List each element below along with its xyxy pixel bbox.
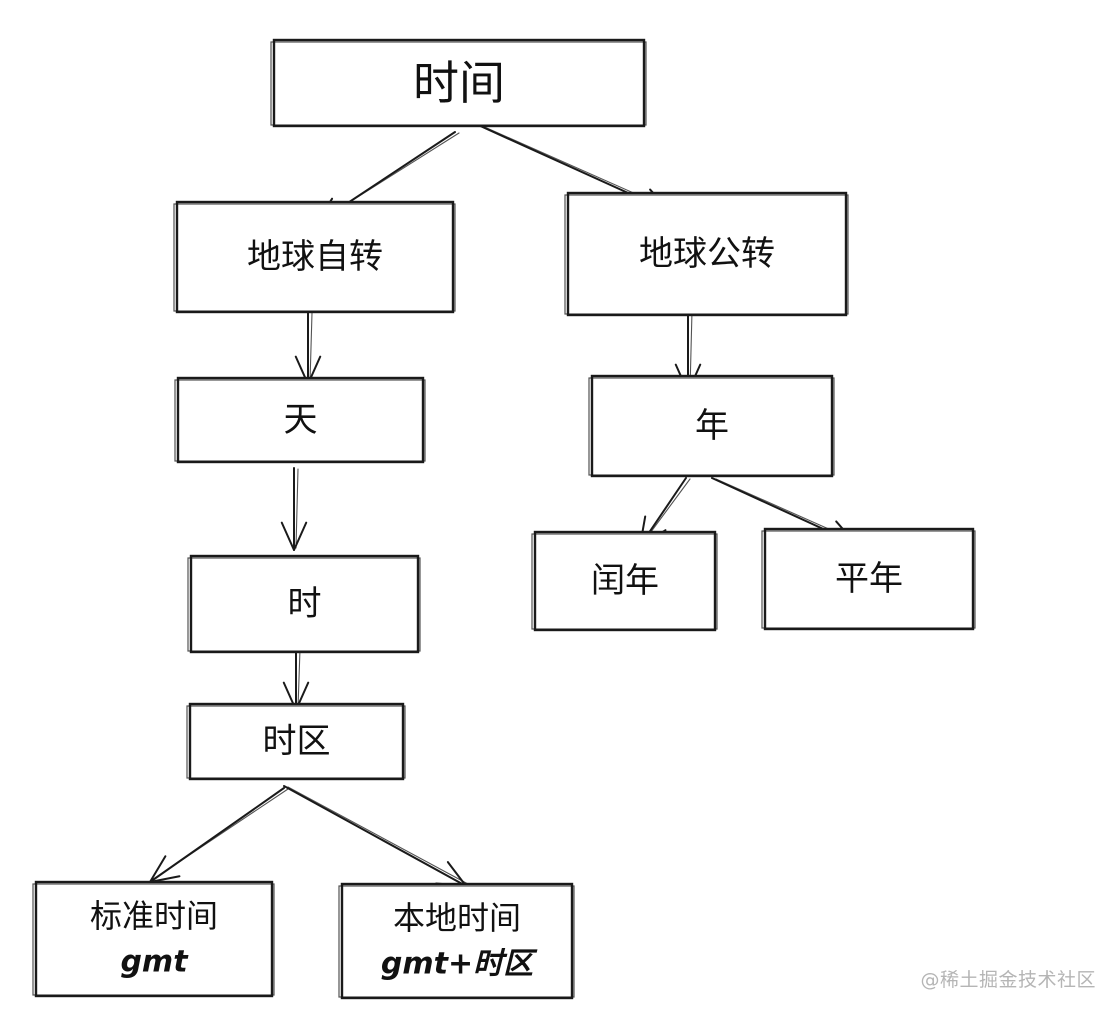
- arrowhead-icon: [280, 521, 308, 551]
- node-box: [176, 376, 425, 464]
- edge-line-sketch: [297, 648, 301, 709]
- node-rotation: 地球自转: [173, 200, 456, 314]
- node-label-revolution: 地球公转: [639, 234, 775, 274]
- node-box: [763, 527, 975, 631]
- node-label-leap-year: 闰年: [591, 561, 659, 601]
- edge-timezone-to-local-time: [283, 785, 469, 887]
- node-box-sketch: [270, 41, 647, 126]
- node-box-sketch: [761, 530, 976, 629]
- node-box: [566, 191, 848, 317]
- node-box: [175, 200, 455, 314]
- edge-line-sketch: [151, 788, 289, 881]
- node-box: [34, 880, 274, 998]
- node-label-local-time-line2: gmt+时区: [381, 947, 538, 982]
- edge-day-to-hour: [280, 467, 308, 551]
- node-label-day: 天: [284, 400, 318, 440]
- node-leap-year: 闰年: [531, 530, 718, 632]
- node-timezone: 时区: [186, 702, 406, 781]
- node-label-hour: 时: [288, 584, 322, 624]
- node-box: [590, 374, 834, 478]
- node-label-common-year: 平年: [835, 559, 903, 599]
- node-label-time: 时间: [413, 56, 505, 110]
- node-label-rotation: 地球自转: [247, 237, 383, 277]
- node-box: [272, 38, 646, 128]
- node-revolution: 地球公转: [564, 191, 849, 317]
- node-box-sketch: [32, 883, 275, 996]
- node-label-timezone: 时区: [263, 722, 331, 762]
- node-box: [189, 554, 420, 654]
- edge-line-sketch: [287, 786, 469, 885]
- edge-timezone-to-standard-time: [149, 787, 289, 883]
- node-label-year: 年: [695, 406, 729, 446]
- watermark: @稀土掘金技术社区: [920, 969, 1096, 991]
- node-box-sketch: [531, 533, 718, 630]
- node-label-standard-time-line2: gmt: [120, 945, 189, 980]
- node-box: [188, 702, 405, 781]
- node-time: 时间: [270, 38, 647, 128]
- node-label-standard-time-line1: 标准时间: [90, 897, 218, 935]
- node-box: [340, 882, 574, 1000]
- node-standard-time: 标准时间 gmt: [32, 880, 275, 998]
- edge-line-sketch: [295, 468, 299, 549]
- node-day: 天: [174, 376, 426, 464]
- edge-line: [283, 785, 467, 887]
- edge-hour-to-timezone: [282, 647, 310, 711]
- edge-line-sketch: [309, 312, 313, 383]
- node-box-sketch: [173, 203, 456, 312]
- node-box-sketch: [187, 557, 421, 652]
- node-label-local-time-line1: 本地时间: [393, 899, 521, 937]
- node-box-sketch: [588, 377, 835, 476]
- node-box-sketch: [186, 705, 406, 779]
- node-hour: 时: [187, 554, 421, 654]
- node-local-time: 本地时间 gmt+时区: [338, 882, 575, 1000]
- node-box-sketch: [338, 885, 575, 998]
- node-box-sketch: [174, 379, 426, 462]
- node-year: 年: [588, 374, 835, 478]
- node-common-year: 平年: [761, 527, 976, 631]
- edge-rotation-to-day: [294, 311, 322, 385]
- node-box-sketch: [564, 194, 849, 315]
- node-box: [533, 530, 717, 632]
